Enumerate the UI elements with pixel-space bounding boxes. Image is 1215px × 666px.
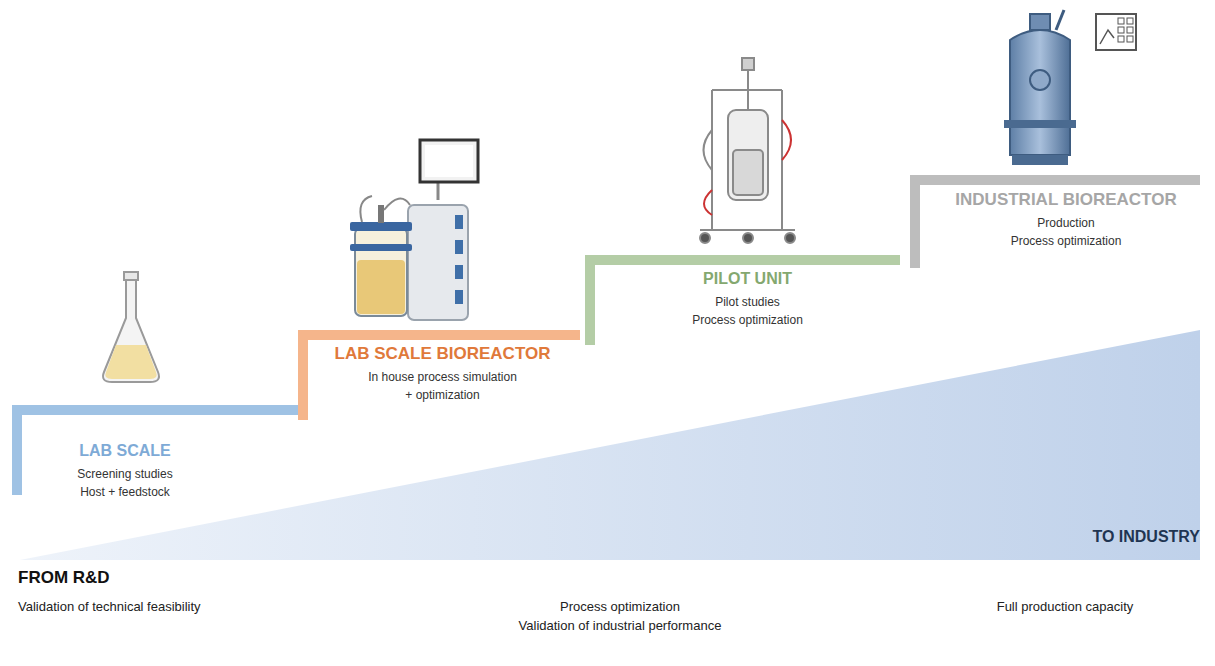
stage-note: Process optimization	[560, 599, 680, 614]
lab-bioreactor-step: LAB SCALE BIOREACTOR In house process sim…	[305, 342, 580, 404]
scale-wedge	[20, 330, 1200, 560]
step-description: Production	[925, 214, 1207, 232]
flask-icon	[103, 272, 159, 382]
pilot-unit-step: PILOT UNIT Pilot studiesProcess optimizat…	[640, 268, 855, 329]
step-lab	[17, 410, 298, 495]
step-description: Pilot studies	[640, 293, 855, 311]
lab-scale-step: LAB SCALE Screening studiesHost + feedsto…	[20, 440, 230, 501]
lab-bioreactor-icon	[350, 140, 478, 320]
step-bioreactor	[303, 335, 580, 420]
step-description: Screening studies	[20, 465, 230, 483]
step-title: INDUSTRIAL BIOREACTOR	[925, 188, 1207, 211]
industrial-step: INDUSTRIAL BIOREACTOR ProductionProcess o…	[925, 188, 1207, 250]
stage-note: Full production capacity	[997, 599, 1134, 614]
stage-note: Validation of technical feasibility	[18, 599, 201, 614]
step-description: Process optimization	[640, 311, 855, 329]
pilot-unit-icon	[700, 58, 795, 243]
start-label: FROM R&D	[18, 568, 110, 588]
step-title: LAB SCALE	[20, 440, 230, 462]
step-description: Process optimization	[925, 232, 1207, 250]
step-description: In house process simulation	[305, 368, 580, 386]
step-description: Host + feedstock	[20, 483, 230, 501]
step-pilot	[590, 260, 900, 345]
step-description: + optimization	[305, 386, 580, 404]
stage-note: Validation of industrial performance	[519, 618, 722, 633]
end-label: TO INDUSTRY	[1092, 528, 1200, 546]
step-title: LAB SCALE BIOREACTOR	[305, 342, 580, 365]
step-title: PILOT UNIT	[640, 268, 855, 290]
industrial-bioreactor-icon	[1004, 10, 1136, 165]
